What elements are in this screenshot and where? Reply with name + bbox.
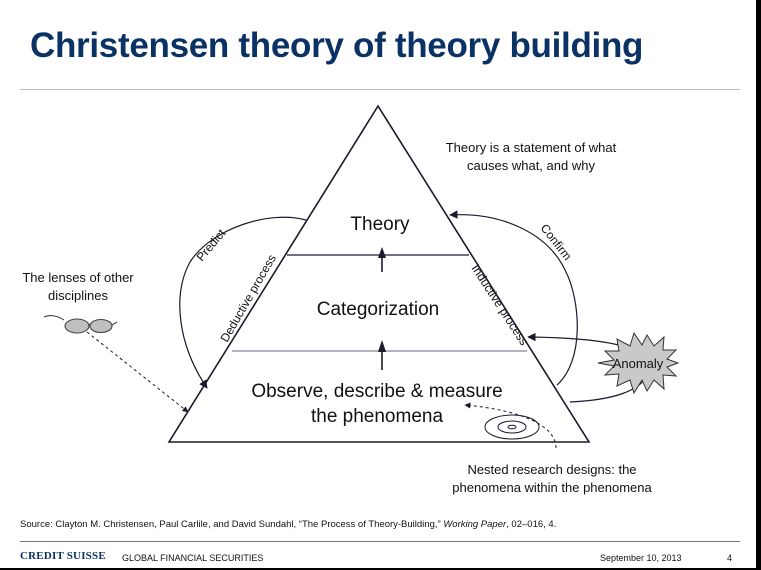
level-observe-line1: Observe, describe & measure xyxy=(251,381,502,402)
nested-rings-icon xyxy=(484,414,540,440)
page-number: 4 xyxy=(727,553,733,563)
nested-note-line2: phenomena within the phenomena xyxy=(452,480,652,495)
level-theory: Theory xyxy=(350,214,410,235)
predict-arrow xyxy=(179,216,307,389)
nested-note-line1: Nested research designs: the xyxy=(467,462,636,477)
label-deductive-process: Deductive process xyxy=(217,252,278,344)
label-inductive-process: Inductive process xyxy=(468,262,531,348)
confirm-arrow xyxy=(449,210,578,386)
lenses-pointer-arrow xyxy=(86,331,189,413)
lenses-note-line2: disciplines xyxy=(48,288,108,303)
source-prefix: Source: Clayton M. Christensen, Paul Car… xyxy=(20,519,444,530)
arrow-up-icon xyxy=(378,340,386,370)
glasses-icon xyxy=(43,315,118,334)
slide-frame-right xyxy=(756,0,761,570)
slide-title: Christensen theory of theory building xyxy=(30,26,644,65)
source-journal: Working Paper xyxy=(443,519,507,530)
footer-division: GLOBAL FINANCIAL SECURITIES xyxy=(122,553,264,563)
arrow-up-icon xyxy=(378,247,386,272)
level-categorization: Categorization xyxy=(317,299,440,320)
title-divider xyxy=(20,89,740,90)
credit-suisse-logo: CREDIT SUISSE xyxy=(20,550,106,562)
nested-pointer-arrow xyxy=(464,402,557,449)
source-suffix: , 02–016, 4. xyxy=(506,519,557,530)
anomaly-label: Anomaly xyxy=(613,356,664,371)
pyramid-outline xyxy=(167,104,591,443)
theory-note-line2: causes what, and why xyxy=(467,158,595,173)
lenses-note-line1: The lenses of other xyxy=(22,270,134,285)
label-predict: Predict xyxy=(194,226,229,264)
level-observe-line2: the phenomena xyxy=(311,406,443,427)
starburst-icon xyxy=(597,331,680,395)
slide-frame-bottom xyxy=(0,568,761,570)
footer-divider xyxy=(20,541,740,542)
source-citation: Source: Clayton M. Christensen, Paul Car… xyxy=(20,519,556,530)
footer-date: September 10, 2013 xyxy=(600,553,682,563)
theory-note-line1: Theory is a statement of what xyxy=(446,140,617,155)
